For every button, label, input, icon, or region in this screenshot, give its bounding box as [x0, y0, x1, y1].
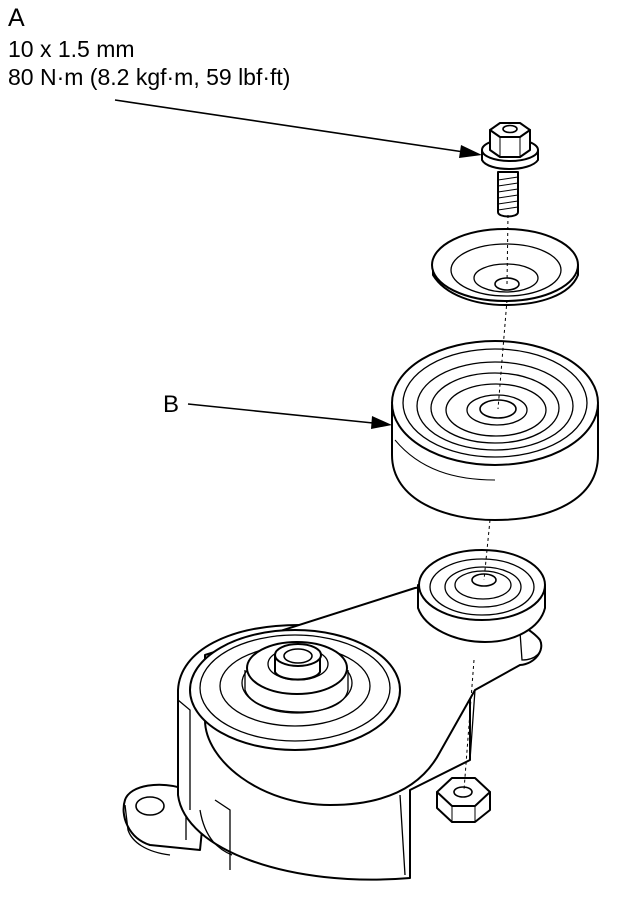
callout-b-arrow	[187, 403, 392, 429]
tensioner-bracket-icon	[122, 586, 543, 881]
bolt-torque-spec: 80 N·m (8.2 kgf·m, 59 lbf·ft)	[8, 64, 291, 90]
callout-a-arrow	[114, 99, 482, 158]
callout-a-letter: A	[8, 4, 25, 32]
lower-pulley-seat-icon	[417, 549, 546, 643]
washer-icon	[431, 228, 579, 306]
assembly-centerlines	[463, 214, 509, 791]
bolt-icon	[481, 122, 539, 218]
bolt-size-spec: 10 x 1.5 mm	[8, 36, 135, 62]
hex-nut-icon	[436, 777, 491, 823]
callout-b-letter: B	[163, 391, 180, 418]
idler-pulley-icon	[391, 340, 599, 521]
